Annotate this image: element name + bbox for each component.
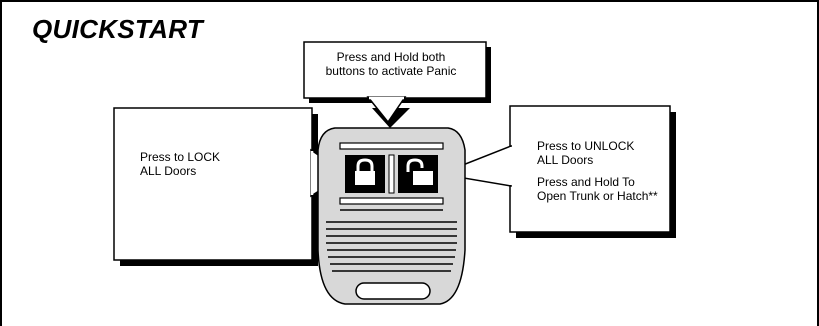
lock-callout-line-2: ALL Doors [140,164,197,178]
unlock-callout-line-1: Press to UNLOCK [537,139,635,153]
panic-callout-line-1: Press and Hold both [336,50,446,64]
padlock-open-icon [406,158,433,185]
unlock-callout-spacer [537,167,697,175]
lock-button[interactable] [345,155,385,193]
panic-callout-text: Press and Hold both buttons to activate … [300,50,482,78]
page-title: QUICKSTART [32,14,204,44]
padlock-closed-icon [355,158,375,185]
unlock-callout-text: Press to UNLOCK ALL Doors Press and Hold… [537,139,697,203]
unlock-callout-line-3: Press and Hold To [537,175,635,189]
panic-callout-box [303,41,491,128]
panic-callout-line-2: buttons to activate Panic [325,64,457,78]
key-fob [317,127,466,305]
lock-callout-text: Press to LOCK ALL Doors [140,150,270,178]
lock-callout-line-1: Press to LOCK [140,150,221,164]
unlock-callout-box [437,105,676,238]
unlock-callout-line-2: ALL Doors [537,153,594,167]
unlock-button[interactable] [398,155,438,193]
lock-callout-box [113,107,348,266]
unlock-callout-line-4: Open Trunk or Hatch** [537,189,658,203]
